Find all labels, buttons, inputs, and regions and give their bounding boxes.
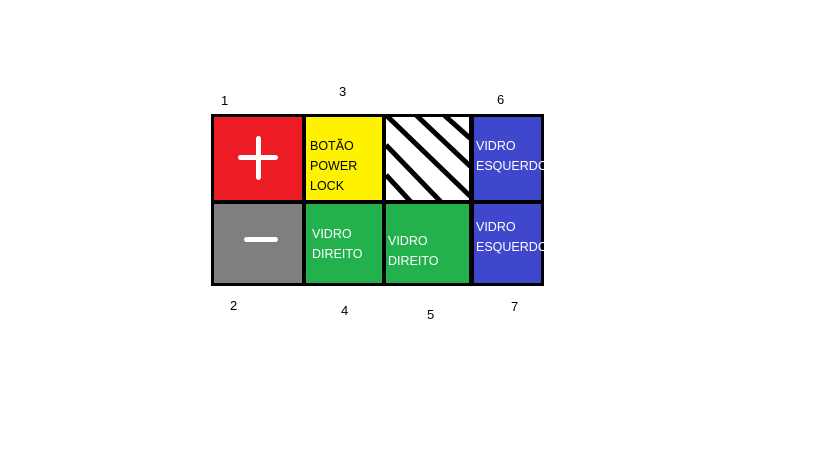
vidro-direito-4-cell: VIDRO DIREITO xyxy=(306,204,382,283)
vidro-esquerdo-7-cell: VIDRO ESQUERDO xyxy=(474,204,548,283)
power-lock-line-1: BOTÃO xyxy=(310,139,354,153)
label-4: 4 xyxy=(341,303,349,318)
vidro-direito-4-line-2: DIREITO xyxy=(312,247,363,261)
vidro-esquerdo-7-line-2: ESQUERDO xyxy=(476,240,548,254)
power-lock-line-2: POWER xyxy=(310,159,358,173)
button-panel-frame: BOTÃO POWER LOCK VIDRO ESQUERDO VIDRO DI… xyxy=(211,114,548,286)
label-5: 5 xyxy=(427,307,435,322)
hatch-pattern xyxy=(386,117,469,200)
vidro-direito-5-cell: VIDRO DIREITO xyxy=(386,204,469,283)
minus-button-cell xyxy=(214,204,302,283)
vidro-direito-5-line-2: DIREITO xyxy=(388,254,439,268)
label-7: 7 xyxy=(511,299,519,314)
label-6: 6 xyxy=(497,92,505,107)
power-lock-cell: BOTÃO POWER LOCK xyxy=(306,117,382,200)
vidro-esquerdo-6-line-1: VIDRO xyxy=(476,139,516,153)
power-lock-line-3: LOCK xyxy=(310,179,345,193)
hatched-cell xyxy=(386,117,469,200)
minus-icon xyxy=(244,237,278,242)
label-3: 3 xyxy=(339,84,347,99)
vidro-esquerdo-7-line-1: VIDRO xyxy=(476,220,516,234)
vidro-esquerdo-6-line-2: ESQUERDO xyxy=(476,159,548,173)
vidro-esquerdo-6-cell: VIDRO ESQUERDO xyxy=(474,117,548,200)
plus-icon-bar xyxy=(238,155,278,160)
vidro-direito-4-line-1: VIDRO xyxy=(312,227,352,241)
plus-button-cell xyxy=(214,117,302,200)
label-1: 1 xyxy=(221,93,229,108)
vidro-direito-5-line-1: VIDRO xyxy=(388,234,428,248)
label-2: 2 xyxy=(230,298,238,313)
